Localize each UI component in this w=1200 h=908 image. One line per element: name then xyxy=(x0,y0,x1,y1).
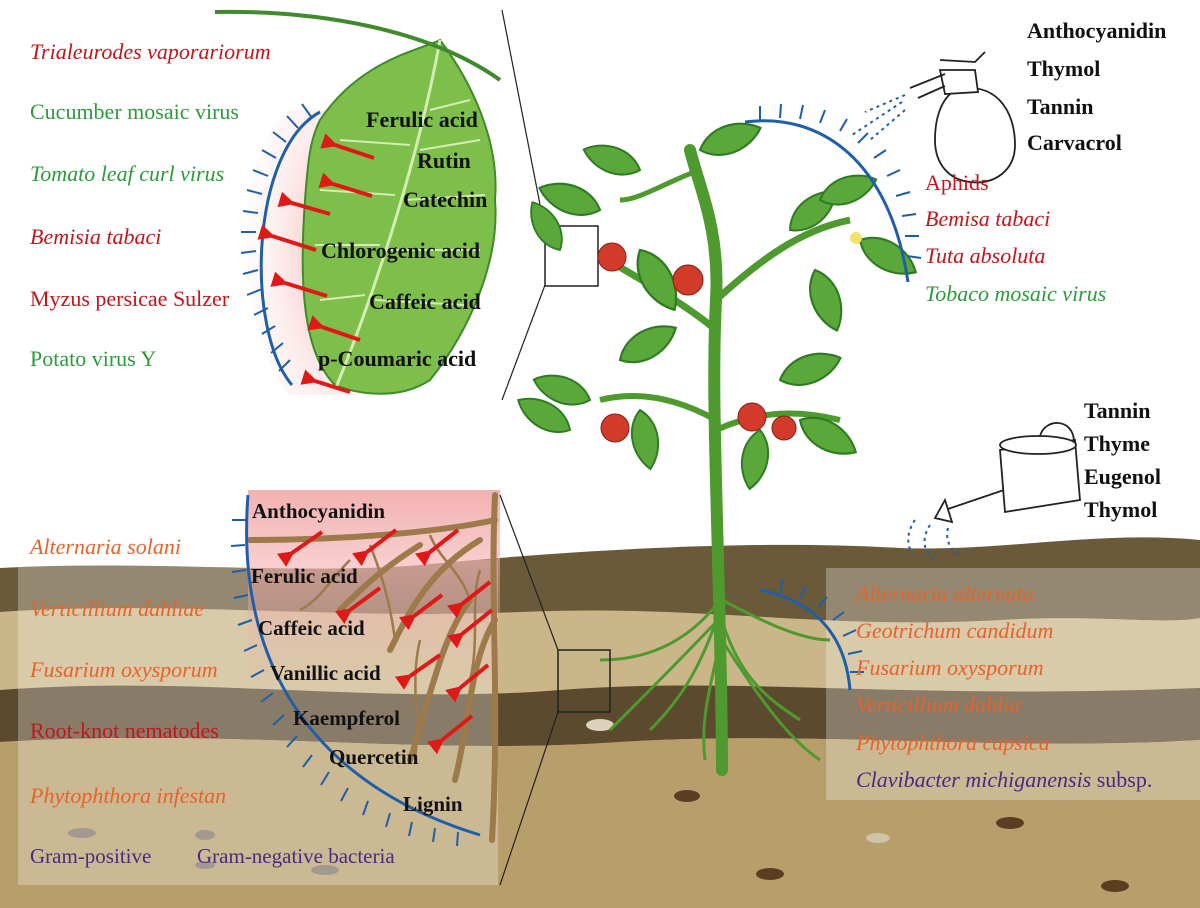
root-zoom-panel xyxy=(230,490,611,886)
soil-threat: Phytophthora capsica xyxy=(856,730,1050,755)
leaf-compound: Catechin xyxy=(403,187,488,212)
stone xyxy=(996,817,1024,829)
spray-defense-barrier xyxy=(744,103,922,283)
soil-panel-backdrop xyxy=(826,568,1200,800)
watering-compound: Eugenol xyxy=(1084,464,1162,489)
tomato-flower xyxy=(850,232,862,244)
zoom-connector xyxy=(499,494,559,651)
root-threat: Alternaria solani xyxy=(30,534,181,559)
plant-branch xyxy=(713,216,851,303)
spray-compound: Thymol xyxy=(1027,56,1101,81)
tomatoes xyxy=(597,242,797,443)
stone xyxy=(756,868,784,880)
leaf-threat: Potato virus Y xyxy=(30,346,157,371)
root-compound: Quercetin xyxy=(329,745,419,769)
watering-compound: Tannin xyxy=(1084,398,1151,423)
leaf-threat: Trialeurodes vaporariorum xyxy=(30,39,271,64)
spray-threat: Tobaco mosaic virus xyxy=(925,281,1107,306)
soil-layer-bottom xyxy=(0,737,1200,908)
leaf-compound: Ferulic acid xyxy=(366,107,478,132)
spray-threat: Tuta absoluta xyxy=(925,243,1046,268)
tomato-plant xyxy=(510,114,924,776)
leaf-midrib xyxy=(333,39,442,391)
leaf-defense-arrows xyxy=(257,133,375,394)
root-compound: Kaempferol xyxy=(293,706,400,730)
watering-compound: Thymol xyxy=(1084,497,1158,522)
leaf-barrier-ticks xyxy=(240,103,313,372)
leaf-zoom-panel xyxy=(214,9,599,401)
plant-branch xyxy=(599,393,718,423)
root-defense-arrows xyxy=(276,528,494,755)
plant-branch xyxy=(619,167,701,203)
root-threat: Root-knot nematodes xyxy=(30,718,219,743)
leaf-compound: p-Coumaric acid xyxy=(318,346,477,371)
soil-bacterium-name: Clavibacter michiganensis xyxy=(856,767,1092,792)
soil-threat: Alternaria alternata xyxy=(856,581,1034,606)
spray-compound: Carvacrol xyxy=(1027,130,1122,155)
root-thin-branches xyxy=(299,534,482,761)
root-bacteria-gram-positive: Gram-positive xyxy=(30,844,152,868)
root-threat: Fusarium oxysporum xyxy=(30,657,218,682)
leaf-threat: Bemisia tabaci xyxy=(30,224,162,249)
root-compound: Lignin xyxy=(403,792,463,816)
watering-compound: Thyme xyxy=(1084,431,1150,456)
root-barrier-ticks xyxy=(230,519,459,847)
plant-stem xyxy=(684,144,728,776)
spray-threat: Aphids xyxy=(925,170,989,195)
zoom-connector xyxy=(501,9,546,231)
soil-threat: Verticillium dahlia xyxy=(856,692,1021,717)
leaf-stem-curve xyxy=(214,9,502,82)
leaf-defense-barrier xyxy=(259,110,321,386)
root-threat: Verticillium dahliae xyxy=(30,596,205,621)
spray-bottle-illustration xyxy=(909,51,1016,184)
leaf-threat: Cucumber mosaic virus xyxy=(30,99,239,124)
zoom-connector xyxy=(499,711,559,886)
root-defense-barrier xyxy=(245,494,481,837)
stone xyxy=(674,790,700,802)
spray-compound: Anthocyanidin xyxy=(1027,18,1167,43)
leaf-compound: Caffeic acid xyxy=(369,289,481,314)
leaf-compound: Chlorogenic acid xyxy=(321,238,481,263)
spray-threat: Bemisa tabaci xyxy=(925,206,1051,231)
soil-defense-barrier xyxy=(759,578,864,691)
leaf-blade xyxy=(301,38,497,395)
stone xyxy=(866,833,890,843)
root-threat: Phytophthora infestan xyxy=(30,783,227,808)
soil-layer-band xyxy=(0,685,1200,747)
watering-can-illustration xyxy=(933,422,1081,524)
soil-threat: Geotrichum candidum xyxy=(856,618,1054,643)
stone xyxy=(1101,880,1129,892)
zoom-connector xyxy=(501,284,546,401)
soil-threat: Fusarium oxysporum xyxy=(856,655,1044,680)
root-bacteria-gram-negative: Gram-negative bacteria xyxy=(197,844,395,868)
root-compound: Caffeic acid xyxy=(258,616,365,640)
spray-mist xyxy=(851,94,906,141)
leaf-threat: Myzus persicae Sulzer xyxy=(30,286,230,311)
soil-bacterium: Clavibacter michiganensis subsp. xyxy=(856,769,1152,791)
stone xyxy=(586,719,614,731)
soil-bacterium-suffix: subsp. xyxy=(1091,767,1153,792)
spray-compound: Tannin xyxy=(1027,94,1094,119)
leaf-threat: Tomato leaf curl virus xyxy=(30,161,225,186)
root-panel-pebbles xyxy=(68,828,339,875)
root-compound: Vanillic acid xyxy=(270,661,381,685)
watering-drops xyxy=(907,519,961,561)
root-compound: Anthocyanidin xyxy=(252,499,386,523)
leaf-compound: Rutin xyxy=(417,148,471,173)
root-compound: Ferulic acid xyxy=(251,564,358,588)
root-zoom-frame xyxy=(557,649,611,713)
plant-branch xyxy=(714,410,841,433)
plant-roots xyxy=(599,598,831,762)
